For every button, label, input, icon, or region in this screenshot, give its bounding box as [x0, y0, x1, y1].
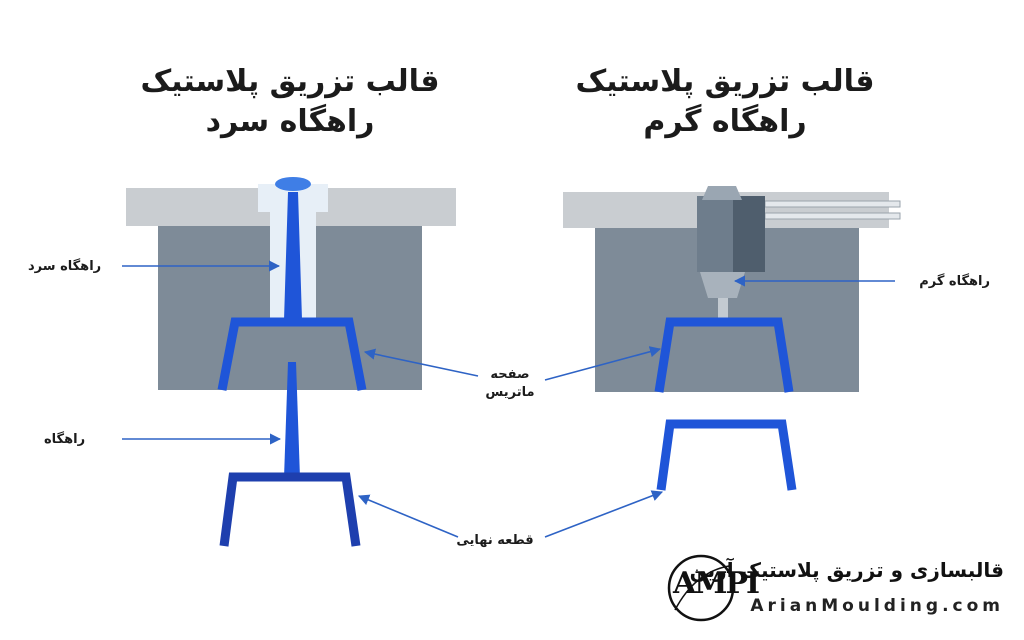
cold-runner-mold — [126, 177, 456, 391]
brand-logo: AMPI — [665, 552, 760, 624]
brand-url: ArianMoulding.com — [750, 596, 1004, 616]
label-cavity-line2: ماتریس — [485, 385, 535, 400]
hot-cavity-outline — [654, 317, 794, 393]
label-hot-runner: راهگاه گرم — [919, 274, 990, 289]
hot-final-part — [656, 419, 797, 491]
cold-title-line2: راهگاه سرد — [205, 104, 375, 139]
cold-sprue — [284, 192, 302, 320]
cold-ejected-runner — [284, 362, 300, 478]
arrow-part-right — [544, 490, 664, 538]
arrow-part-left — [357, 494, 459, 538]
hot-title-line1: قالب تزریق پلاستیک — [575, 64, 875, 99]
hot-nozzle-tip — [700, 272, 745, 298]
label-final-part: قطعه نهایی — [456, 533, 534, 548]
cold-ejected-part — [219, 362, 361, 547]
hot-runner-title: قالب تزریق پلاستیک راهگاه گرم — [545, 62, 905, 142]
arrow-cavity-left — [363, 348, 479, 377]
cold-cavity-outline — [217, 317, 367, 391]
hot-title-line2: راهگاه گرم — [643, 104, 807, 139]
hot-nozzle-light — [697, 196, 733, 272]
cold-title-line1: قالب تزریق پلاستیک — [140, 64, 440, 99]
hot-heater-rod-1 — [764, 200, 901, 208]
cold-final-part — [219, 472, 361, 547]
cold-runner-title: قالب تزریق پلاستیک راهگاه سرد — [110, 62, 470, 142]
brand-name: قالبسازی و تزریق پلاستیک آرین — [689, 558, 1004, 582]
label-runner: راهگاه — [44, 432, 86, 447]
label-cold-runner: راهگاه سرد — [28, 259, 102, 274]
hot-nozzle-stem — [718, 298, 728, 320]
hot-runner-mold — [563, 186, 901, 393]
brand-block: AMPI قالبسازی و تزریق پلاستیک آرین Arian… — [665, 548, 1010, 628]
brand-logo-icon — [667, 554, 735, 622]
arrow-cavity-right — [544, 346, 662, 381]
cold-nozzle-seat — [275, 177, 311, 191]
label-cavity-plate: صفحه ماتریس — [470, 366, 550, 402]
hot-heater-rod-2 — [764, 212, 901, 220]
brand-logo-text: AMPI — [673, 566, 760, 601]
label-cavity-line1: صفحه — [490, 367, 530, 382]
hot-nozzle-head — [702, 186, 742, 200]
